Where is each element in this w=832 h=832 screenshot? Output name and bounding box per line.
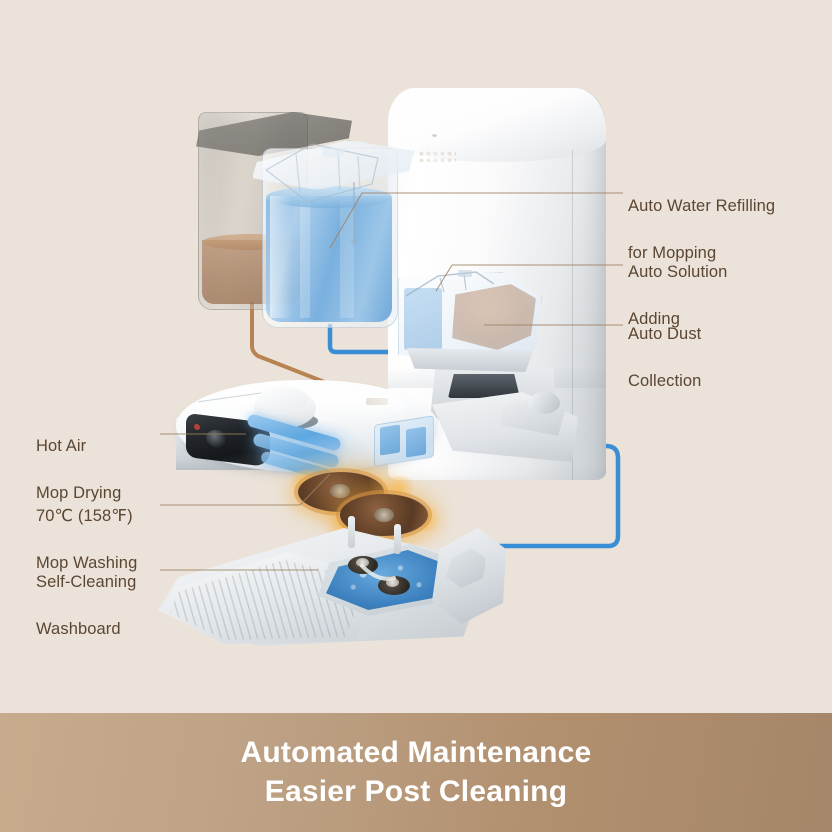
callout-line: Washboard bbox=[36, 620, 121, 639]
dock-bay-cavity bbox=[448, 374, 520, 398]
robot-water-cell bbox=[380, 424, 400, 456]
callout-line: Adding bbox=[628, 310, 680, 329]
callout-line: Mop Washing bbox=[36, 554, 138, 573]
callout-mop-washing-temperature: 70℃ (158℉) Mop Washing bbox=[36, 482, 137, 599]
callout-line: Mop Drying bbox=[36, 484, 122, 503]
banner-headline-line-2: Easier Post Cleaning bbox=[264, 774, 568, 808]
dock-base-roller bbox=[528, 392, 560, 414]
callout-line: for Mopping bbox=[628, 244, 717, 263]
callout-line: Hot Air bbox=[36, 437, 87, 456]
dust-module-base bbox=[406, 348, 534, 372]
dock-panel-seam bbox=[572, 150, 573, 480]
callout-line: 70℃ (158℉) bbox=[36, 507, 133, 526]
dust-module-water-cell bbox=[404, 288, 442, 350]
mop-mount-cap bbox=[386, 578, 399, 587]
sensor-indicator-dot bbox=[194, 423, 200, 431]
callout-self-cleaning-washboard: Self-Cleaning Washboard bbox=[36, 548, 136, 665]
callout-line: Collection bbox=[628, 372, 702, 391]
dock-indicator-dot bbox=[432, 134, 437, 137]
callout-line: Auto Water Refilling bbox=[628, 197, 776, 216]
mop-pad-hub bbox=[330, 484, 350, 498]
clean-tank-intake-tube bbox=[351, 182, 357, 245]
callout-line: Auto Solution bbox=[628, 263, 728, 282]
callout-auto-dust-collection: Auto Dust Collection bbox=[628, 300, 701, 417]
mop-mount-cap bbox=[356, 558, 369, 567]
callout-auto-water-refilling: Auto Water Refilling for Mopping bbox=[628, 172, 775, 289]
banner-headline-line-1: Automated Maintenance bbox=[240, 736, 592, 770]
bottom-banner: Automated Maintenance Easier Post Cleani… bbox=[0, 713, 832, 832]
callout-hot-air-mop-drying: Hot Air Mop Drying bbox=[36, 412, 121, 529]
lidar-cap bbox=[258, 386, 308, 412]
dust-module-hardware bbox=[405, 270, 495, 297]
callout-auto-solution-adding: Auto Solution Adding bbox=[628, 238, 727, 355]
callout-line: Self-Cleaning bbox=[36, 573, 137, 592]
clean-tank-rib bbox=[300, 200, 310, 318]
clean-tank-highlight bbox=[270, 196, 292, 318]
callout-line: Auto Dust bbox=[628, 325, 702, 344]
dust-bag bbox=[452, 284, 536, 350]
clean-tank-lid-detail bbox=[264, 143, 379, 203]
brand-logo-icon bbox=[418, 150, 456, 162]
washboard-post bbox=[348, 516, 355, 548]
dock-station-top-cover bbox=[388, 88, 606, 162]
robot-water-cell bbox=[406, 426, 426, 458]
mop-mount-arm bbox=[360, 564, 396, 581]
mop-pad-hub bbox=[374, 508, 394, 522]
robot-brand-logo-icon bbox=[366, 398, 388, 405]
washboard-post bbox=[394, 524, 401, 554]
drain-tube bbox=[250, 302, 352, 394]
